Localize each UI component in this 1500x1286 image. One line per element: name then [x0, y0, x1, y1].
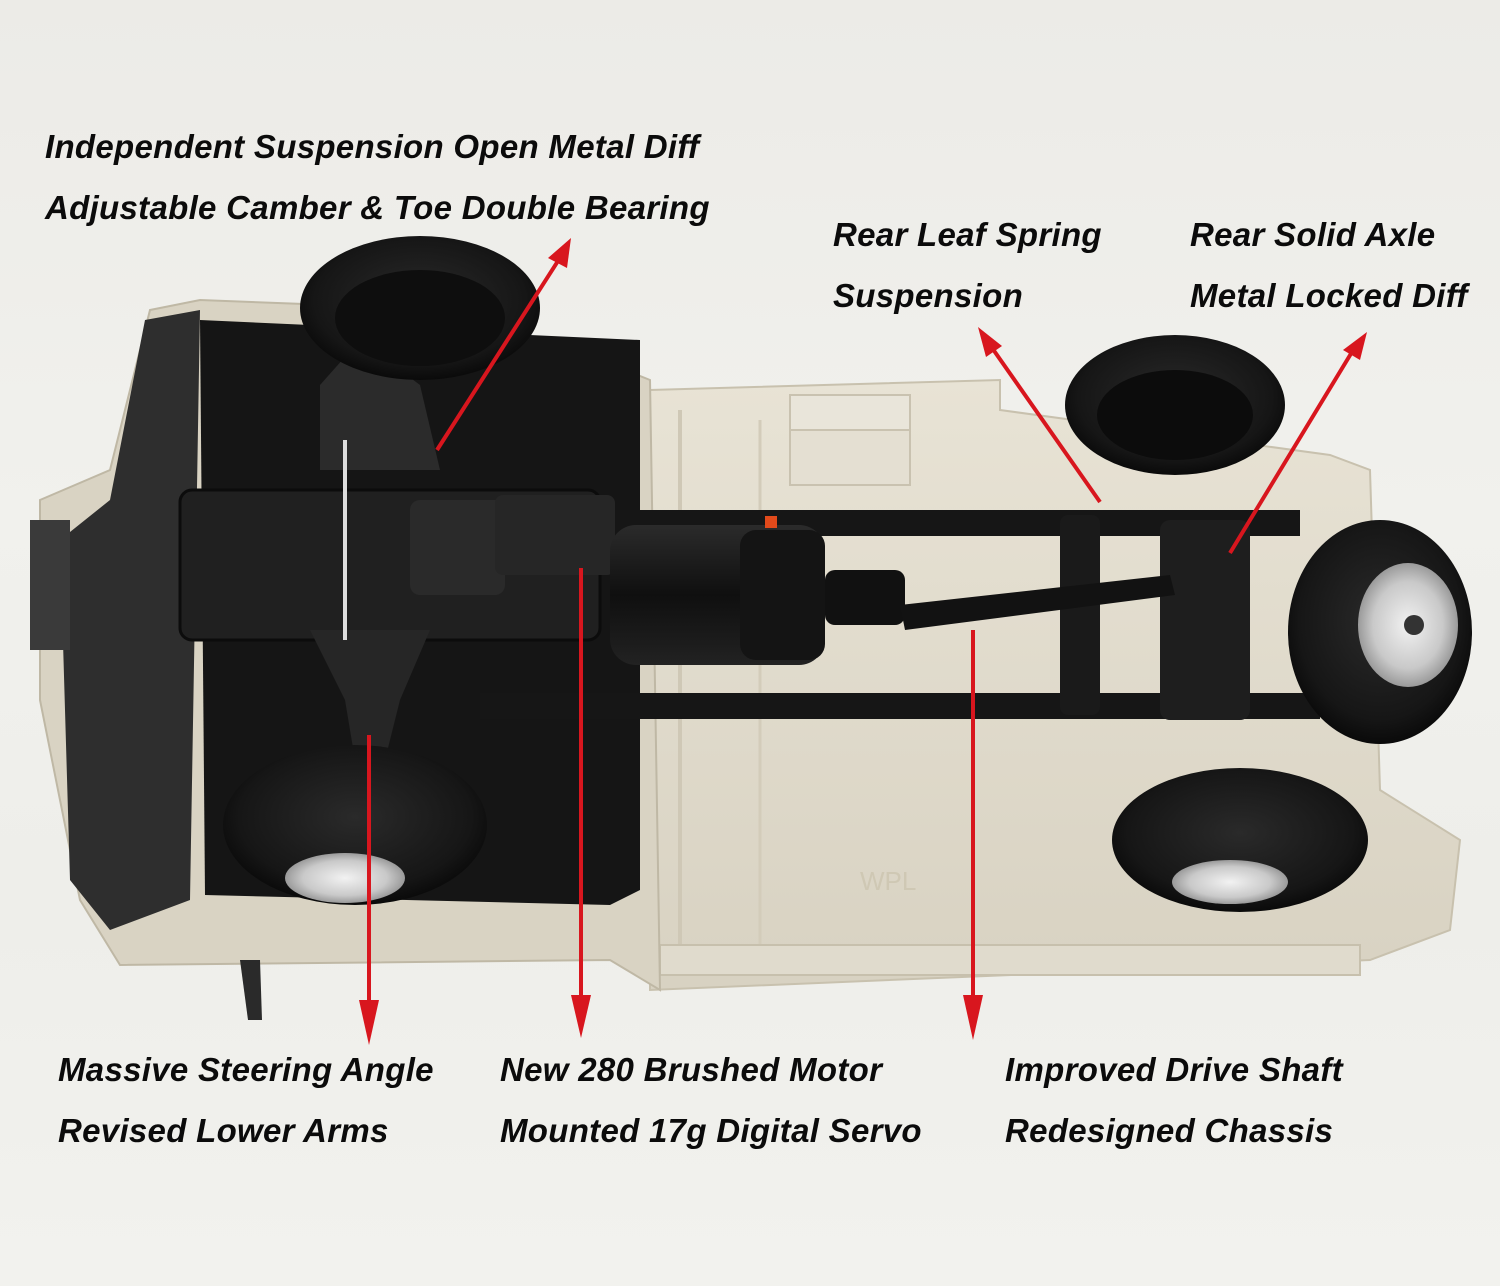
callout-line: Massive Steering Angle — [58, 1051, 434, 1088]
callout-motor-servo: New 280 Brushed Motor Mounted 17g Digita… — [500, 1053, 922, 1147]
arrow-rear-axle — [1228, 332, 1367, 555]
arrow-drive-shaft — [963, 630, 983, 1040]
arrow-front-suspension — [435, 238, 571, 452]
front-lower-arm — [310, 630, 430, 760]
front-upper-arm — [320, 340, 440, 470]
arrow-motor-servo — [571, 568, 591, 1038]
stand-post — [240, 960, 262, 1020]
chassis-frame — [480, 510, 1320, 720]
callout-line: Adjustable Camber & Toe Double Bearing — [45, 189, 710, 226]
arrow-steering — [359, 735, 379, 1045]
callout-line: Rear Solid Axle — [1190, 216, 1436, 253]
callout-line: Redesigned Chassis — [1005, 1112, 1334, 1149]
front-bottom-wheel — [223, 745, 487, 905]
callout-line: Metal Locked Diff — [1190, 277, 1468, 314]
battery-box — [410, 500, 505, 595]
callout-line: New 280 Brushed Motor — [500, 1051, 883, 1088]
callout-rear-axle: Rear Solid Axle Metal Locked Diff — [1190, 218, 1468, 312]
callout-rear-leaf-spring: Rear Leaf Spring Suspension — [833, 218, 1102, 312]
callout-line: Revised Lower Arms — [58, 1112, 389, 1149]
front-chassis-tub — [178, 340, 615, 760]
callout-line: Independent Suspension Open Metal Diff — [45, 128, 700, 165]
callout-steering: Massive Steering Angle Revised Lower Arm… — [58, 1053, 434, 1147]
wpl-logo: WPL — [860, 866, 916, 896]
front-bumper — [30, 520, 70, 650]
callout-arrows — [359, 238, 1367, 1045]
rear-right-wheel — [1288, 520, 1472, 744]
callout-drive-shaft: Improved Drive Shaft Redesigned Chassis — [1005, 1053, 1343, 1147]
arrow-rear-leaf-spring — [978, 327, 1102, 504]
motor-transmission — [610, 516, 1175, 665]
drive-shaft — [900, 575, 1175, 630]
rear-axle-housing — [1160, 520, 1250, 720]
callout-line: Rear Leaf Spring — [833, 216, 1102, 253]
callout-front-suspension: Independent Suspension Open Metal Diff A… — [45, 130, 710, 224]
rear-top-wheel — [1065, 335, 1285, 475]
callout-line: Improved Drive Shaft — [1005, 1051, 1343, 1088]
servo-housing — [495, 495, 615, 575]
callout-line: Mounted 17g Digital Servo — [500, 1112, 922, 1149]
callout-line: Suspension — [833, 277, 1024, 314]
switch-indicator — [765, 516, 777, 528]
front-top-wheel — [300, 236, 540, 380]
rear-bottom-wheel — [1112, 768, 1368, 912]
